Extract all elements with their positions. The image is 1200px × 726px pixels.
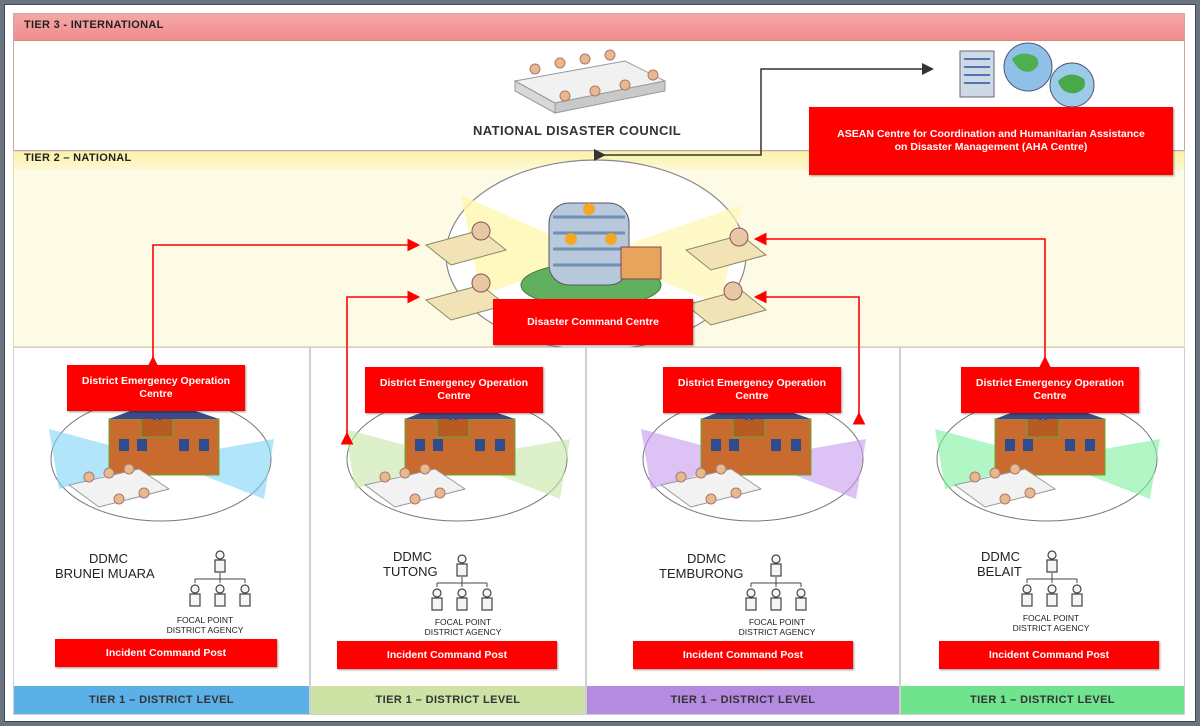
ddmc-abbrev-1: DDMC: [89, 551, 128, 566]
focal-point-1: FOCAL POINT: [176, 615, 234, 625]
incident-command-post-3: Incident Command Post: [633, 641, 853, 669]
tier1-footer-2: TIER 1 – DISTRICT LEVEL: [311, 686, 585, 714]
aha-building-globe-icon: [959, 42, 1095, 108]
disaster-command-centre-box: Disaster Command Centre: [493, 299, 693, 345]
deoc-building-icon: [49, 396, 274, 522]
link-tutong: [340, 290, 421, 445]
focal-label-1: FOCAL POINT DISTRICT AGENCY: [155, 615, 255, 635]
incident-command-post-1: Incident Command Post: [55, 639, 277, 667]
district-agency-3: DISTRICT AGENCY: [738, 627, 816, 637]
district-name-4: BELAIT: [977, 564, 1022, 579]
deoc-box-1: District Emergency Operation Centre: [67, 365, 245, 411]
org-chart-icon-4: [1021, 550, 1083, 607]
connector-arrows: [146, 63, 1052, 445]
link-temburong: [753, 290, 866, 425]
ddmc-abbrev-3: DDMC: [687, 551, 726, 566]
district-name-1: BRUNEI MUARA: [55, 566, 155, 581]
link-belait: [753, 232, 1052, 369]
tier1-footer-4: TIER 1 – DISTRICT LEVEL: [901, 686, 1184, 714]
ddmc-label-4: DDMC BELAIT: [977, 549, 1022, 579]
deoc-building-icon: [935, 396, 1160, 522]
district-name-2: TUTONG: [383, 564, 438, 579]
diagram-frame: TIER 3 - INTERNATIONAL TIER 2 – NATIONAL…: [4, 4, 1196, 722]
district-agency-4: DISTRICT AGENCY: [1012, 623, 1090, 633]
focal-label-2: FOCAL POINT DISTRICT AGENCY: [413, 617, 513, 637]
deoc-building-icon: [641, 396, 866, 522]
ddmc-label-1: DDMC BRUNEI MUARA: [55, 551, 155, 581]
focal-label-4: FOCAL POINT DISTRICT AGENCY: [1001, 613, 1101, 633]
tier3-label: TIER 3 - INTERNATIONAL: [24, 19, 164, 31]
ddmc-abbrev-2: DDMC: [393, 549, 432, 564]
incident-command-post-2: Incident Command Post: [337, 641, 557, 669]
focal-label-3: FOCAL POINT DISTRICT AGENCY: [727, 617, 827, 637]
org-chart-icon-1: [189, 550, 251, 607]
district-name-3: TEMBURONG: [659, 566, 744, 581]
org-chart-icon-3: [745, 554, 807, 611]
ddmc-label-2: DDMC TUTONG: [383, 549, 438, 579]
ddmc-label-3: DDMC TEMBURONG: [659, 551, 744, 581]
deoc-box-4: District Emergency Operation Centre: [961, 367, 1139, 413]
focal-point-2: FOCAL POINT: [434, 617, 492, 627]
district-agency-1: DISTRICT AGENCY: [166, 625, 244, 635]
district-agency-2: DISTRICT AGENCY: [424, 627, 502, 637]
ddmc-abbrev-4: DDMC: [981, 549, 1020, 564]
focal-point-3: FOCAL POINT: [748, 617, 806, 627]
link-brunei-muara: [146, 238, 421, 369]
focal-point-4: FOCAL POINT: [1022, 613, 1080, 623]
aha-link-arrow: [594, 63, 934, 161]
incident-command-post-4: Incident Command Post: [939, 641, 1159, 669]
org-chart-icon-2: [431, 554, 493, 611]
tier1-footer-1: TIER 1 – DISTRICT LEVEL: [14, 686, 309, 714]
tier2-label: TIER 2 – NATIONAL: [24, 152, 132, 164]
tier1-footer-3: TIER 1 – DISTRICT LEVEL: [587, 686, 899, 714]
tier3-header: TIER 3 - INTERNATIONAL: [14, 14, 1184, 41]
